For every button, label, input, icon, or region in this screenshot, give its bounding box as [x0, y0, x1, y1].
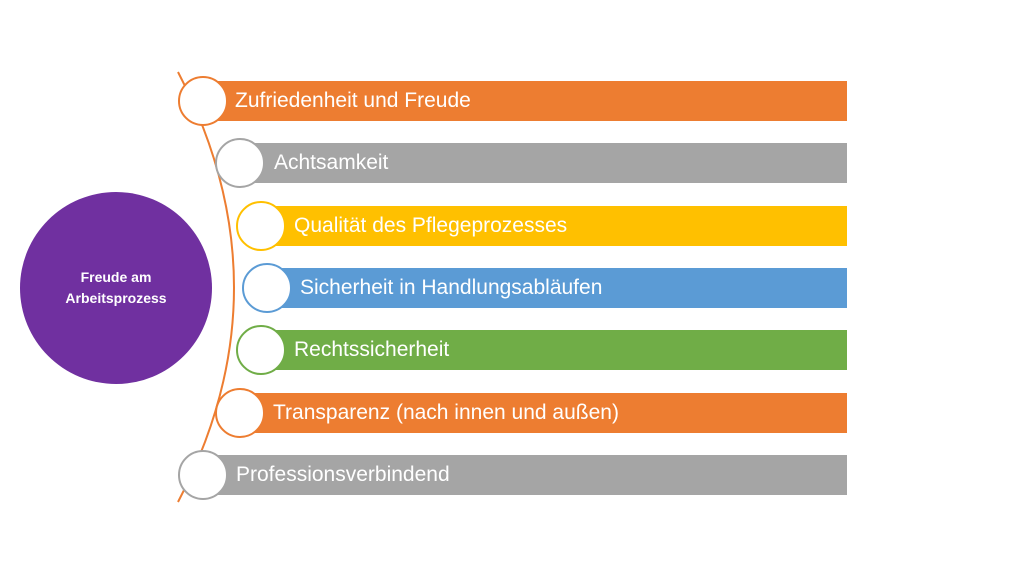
item-node-circle: [236, 201, 286, 251]
item-label: Achtsamkeit: [274, 151, 389, 174]
item-node-circle: [242, 263, 292, 313]
item-bar-achtsamkeit: Achtsamkeit: [238, 143, 847, 183]
item-bar-transparenz: Transparenz (nach innen und außen): [238, 393, 847, 433]
item-bar-zufriedenheit: Zufriedenheit und Freude: [200, 81, 847, 121]
center-label: Freude am Arbeitsprozess: [65, 269, 167, 306]
item-bar-qualitaet: Qualität des Pflegeprozesses: [258, 206, 847, 246]
center-circle: Freude am Arbeitsprozess: [20, 192, 212, 384]
item-label: Rechtssicherheit: [294, 338, 450, 361]
item-node-circle: [178, 76, 228, 126]
item-node-circle: [178, 450, 228, 500]
item-node-circle: [215, 138, 265, 188]
item-label: Sicherheit in Handlungsabläufen: [300, 276, 603, 299]
item-node-circle: [215, 388, 265, 438]
item-bar-sicherheit: Sicherheit in Handlungsabläufen: [265, 268, 847, 308]
item-label: Professionsverbindend: [236, 463, 450, 486]
item-node-circle: [236, 325, 286, 375]
item-bar-rechtssicherheit: Rechtssicherheit: [258, 330, 847, 370]
item-bar-professionsverbindend: Professionsverbindend: [200, 455, 847, 495]
item-label: Zufriedenheit und Freude: [235, 89, 471, 112]
item-label: Qualität des Pflegeprozesses: [294, 214, 568, 237]
item-label: Transparenz (nach innen und außen): [273, 401, 619, 424]
